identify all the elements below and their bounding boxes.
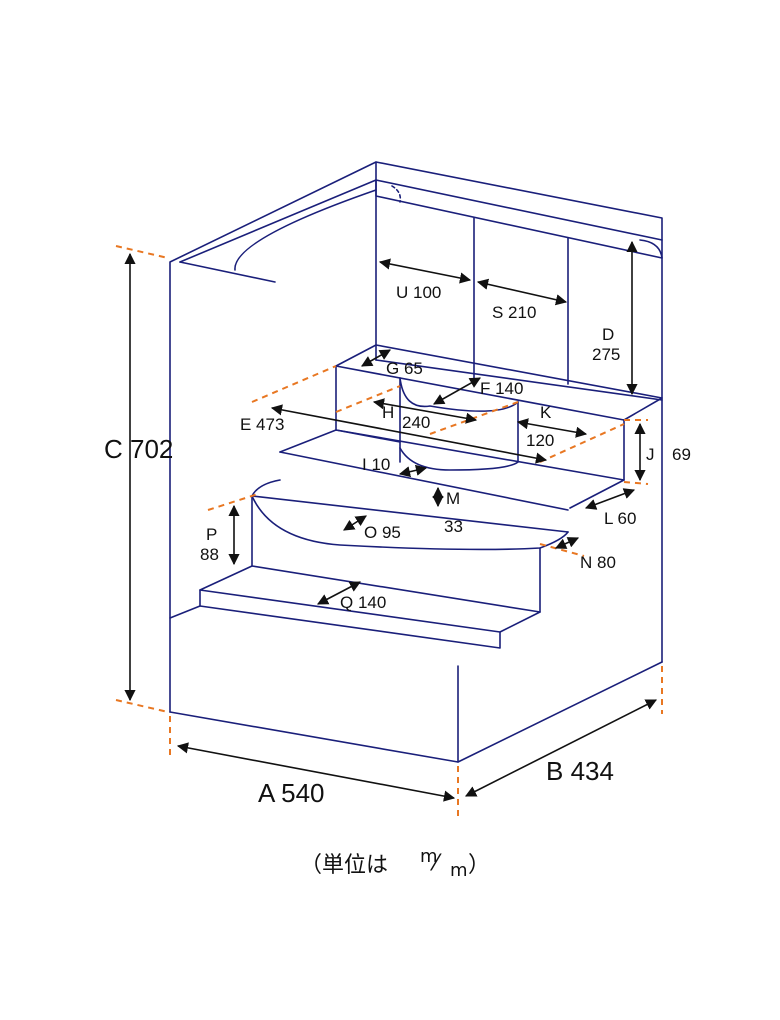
- landing-curve: [251, 495, 569, 551]
- arrow-i: [398, 464, 428, 478]
- arrow-l: [584, 488, 636, 510]
- guide-p-top: [207, 493, 259, 511]
- label-e: E 473: [240, 415, 284, 434]
- arrow-o: [343, 515, 367, 531]
- guide-j-bottom: [623, 481, 649, 485]
- dimension-arrows: [124, 240, 657, 802]
- label-c: C 702: [104, 434, 173, 464]
- guide-bottom-left: [115, 699, 169, 713]
- back-small-arc: [391, 185, 402, 203]
- guide-h-right: [429, 401, 519, 435]
- arrow-e: [270, 404, 548, 464]
- unit-note-suffix: ）: [468, 853, 490, 878]
- arrow-a: [176, 742, 456, 802]
- unit-note-prefix: （単位は: [300, 853, 388, 878]
- arrow-q: [317, 581, 361, 605]
- lower-steps: [169, 565, 541, 763]
- label-p-value: 88: [200, 545, 219, 564]
- lower-step-2: [169, 605, 201, 619]
- guide-e-upper: [251, 365, 337, 403]
- label-p-letter: P: [206, 525, 217, 544]
- landing-top-edge: [251, 479, 569, 533]
- label-b: B 434: [546, 756, 614, 786]
- top-rim-inner: [179, 179, 663, 263]
- arrow-h: [372, 398, 478, 424]
- dimension-labels: C 702 A 540 B 434 U 100 S 210 D 275 G 65…: [104, 283, 691, 808]
- arrow-u: [378, 258, 472, 284]
- label-u: U 100: [396, 283, 441, 302]
- guide-n: [539, 543, 585, 557]
- label-d-value: 275: [592, 345, 620, 364]
- label-m-value: 33: [444, 517, 463, 536]
- arrow-b: [465, 699, 657, 797]
- unit-note: （単位は m ⁄ m ）: [300, 846, 490, 881]
- label-i: I 10: [362, 455, 390, 474]
- arrow-s: [476, 278, 568, 306]
- middle-step-outline: [279, 429, 401, 453]
- back-panel-bottom: [375, 359, 663, 401]
- top-right-rounded: [375, 179, 663, 259]
- unit-note-num: m: [420, 846, 438, 867]
- label-n: N 80: [580, 553, 616, 572]
- label-q: Q 140: [340, 593, 386, 612]
- label-j-value: 69: [672, 445, 691, 464]
- unit-note-den: m: [450, 860, 468, 881]
- label-j-letter: J: [646, 445, 655, 464]
- cabinet-outline: [169, 161, 663, 763]
- label-a: A 540: [258, 778, 325, 808]
- arrow-n: [554, 537, 580, 549]
- label-m-letter: M: [446, 489, 460, 508]
- guide-k-right: [539, 423, 625, 463]
- guide-top-left: [115, 245, 169, 259]
- label-l: L 60: [604, 509, 636, 528]
- label-h-value: 240: [402, 413, 430, 432]
- middle-step: [279, 429, 569, 511]
- label-d-letter: D: [602, 325, 614, 344]
- left-back-edge: [169, 161, 663, 713]
- middle-step-top-front: [279, 451, 569, 511]
- label-s: S 210: [492, 303, 536, 322]
- label-h-letter: H: [382, 403, 394, 422]
- upper-step-block: [335, 344, 663, 509]
- lower-step-1: [199, 565, 541, 633]
- guide-dashes: [115, 245, 663, 818]
- top-left-handle: [179, 189, 377, 283]
- arrow-k: [516, 418, 588, 438]
- label-k-value: 120: [526, 431, 554, 450]
- label-o: O 95: [364, 523, 401, 542]
- right-lower-edge: [169, 661, 663, 763]
- arrow-g: [361, 349, 391, 367]
- label-k-letter: K: [540, 403, 552, 422]
- label-f: F 140: [480, 379, 523, 398]
- lower-step-1-riser: [199, 589, 501, 649]
- label-g: G 65: [386, 359, 423, 378]
